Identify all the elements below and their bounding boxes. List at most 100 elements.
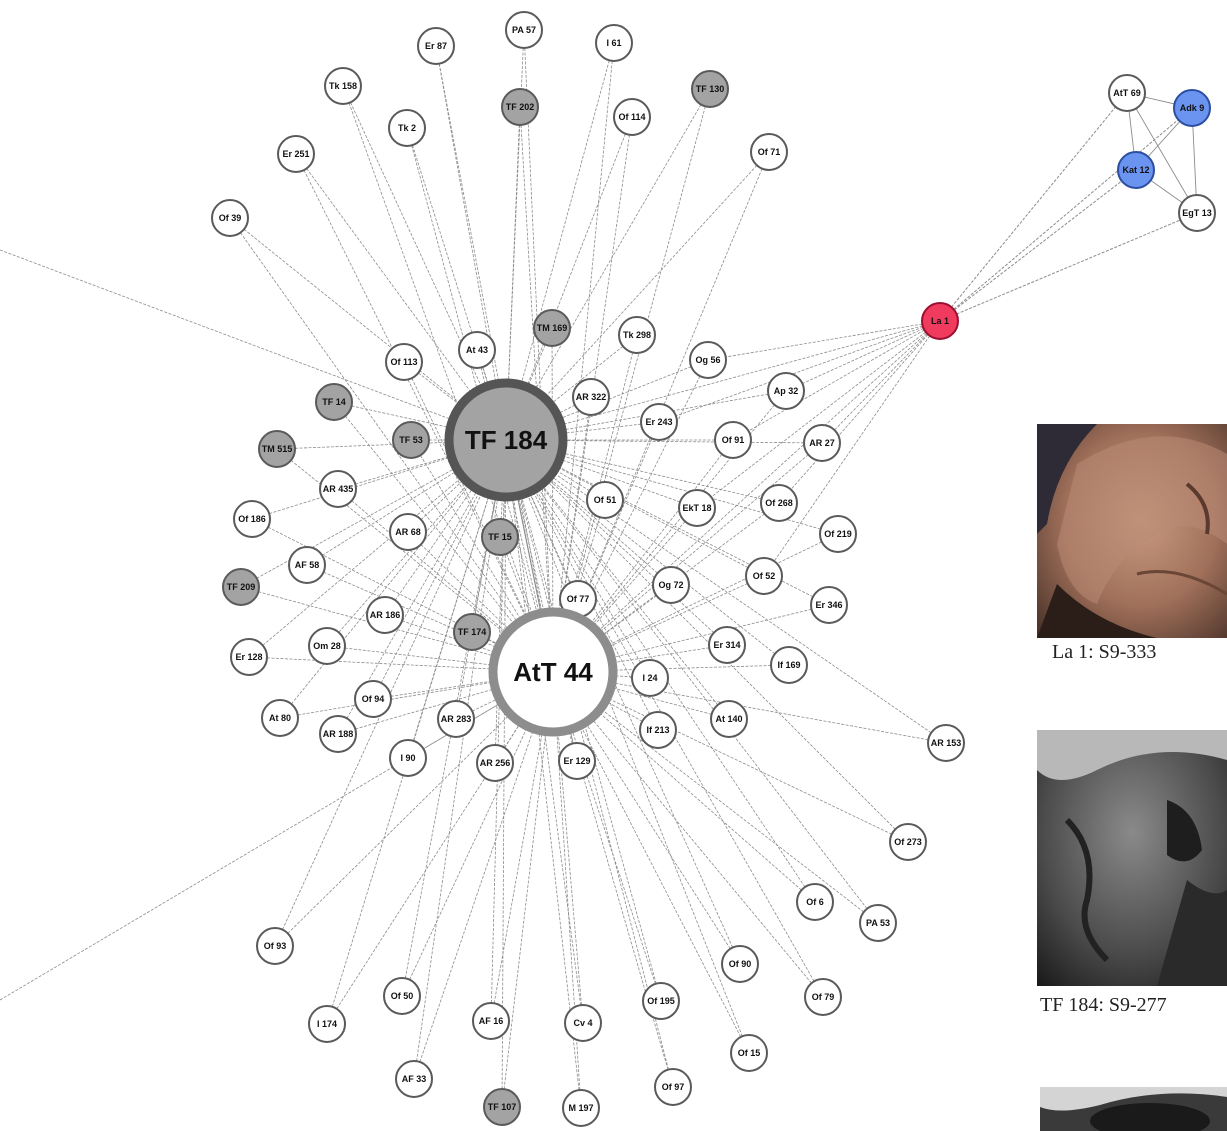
edge-pa-53-tf-184	[505, 439, 879, 924]
node-la-1[interactable]: La 1	[921, 302, 959, 340]
node-of-195[interactable]: Of 195	[642, 982, 680, 1020]
node-label: If 169	[777, 660, 800, 670]
node-of-97[interactable]: Of 97	[654, 1068, 692, 1106]
node-at-140[interactable]: At 140	[710, 700, 748, 738]
node-of-50[interactable]: Of 50	[383, 977, 421, 1015]
node-of-113[interactable]: Of 113	[385, 343, 423, 381]
node-tm-169[interactable]: TM 169	[533, 309, 571, 347]
node-tf-184[interactable]: TF 184	[444, 378, 568, 502]
node-ar-153[interactable]: AR 153	[927, 724, 965, 762]
node-tf-15[interactable]: TF 15	[481, 518, 519, 556]
node-circle	[481, 518, 519, 556]
node-ekt-18[interactable]: EkT 18	[678, 489, 716, 527]
node-tf-107[interactable]: TF 107	[483, 1088, 521, 1126]
node-of-39[interactable]: Of 39	[211, 199, 249, 237]
node-label: Of 97	[662, 1082, 685, 1092]
node-tm-515[interactable]: TM 515	[258, 430, 296, 468]
node-of-94[interactable]: Of 94	[354, 680, 392, 718]
node-tf-14[interactable]: TF 14	[315, 383, 353, 421]
node-af-16[interactable]: AF 16	[472, 1002, 510, 1040]
node-er-314[interactable]: Er 314	[708, 626, 746, 664]
edge-la-1-of-52	[763, 320, 941, 577]
node-tf-53[interactable]: TF 53	[392, 421, 430, 459]
node-of-273[interactable]: Of 273	[889, 823, 927, 861]
node-label: AtT 69	[1113, 88, 1141, 98]
node-er-128[interactable]: Er 128	[230, 638, 268, 676]
node-er-346[interactable]: Er 346	[810, 586, 848, 624]
node-tk-298[interactable]: Tk 298	[618, 316, 656, 354]
node-of-219[interactable]: Of 219	[819, 515, 857, 553]
node-of-6[interactable]: Of 6	[796, 883, 834, 921]
node-ar-186[interactable]: AR 186	[366, 596, 404, 634]
node-i-174[interactable]: I 174	[308, 1005, 346, 1043]
node-if-213[interactable]: If 213	[639, 711, 677, 749]
node-label: Of 79	[812, 992, 835, 1002]
node-of-52[interactable]: Of 52	[745, 557, 783, 595]
node-of-268[interactable]: Of 268	[760, 484, 798, 522]
node-tk-158[interactable]: Tk 158	[324, 67, 362, 105]
node-circle	[710, 700, 748, 738]
photo-la-1	[1037, 424, 1227, 638]
node-label: TF 107	[488, 1102, 517, 1112]
node-og-72[interactable]: Og 72	[652, 566, 690, 604]
node-of-114[interactable]: Of 114	[613, 98, 651, 136]
node-ar-322[interactable]: AR 322	[572, 378, 610, 416]
node-att-69[interactable]: AtT 69	[1108, 74, 1146, 112]
node-label: AR 256	[480, 758, 511, 768]
node-adk-9[interactable]: Adk 9	[1173, 89, 1211, 127]
node-ar-283[interactable]: AR 283	[437, 700, 475, 738]
node-label: AF 58	[295, 560, 320, 570]
node-att-44[interactable]: AtT 44	[488, 607, 618, 737]
node-of-51[interactable]: Of 51	[586, 481, 624, 519]
node-kat-12[interactable]: Kat 12	[1117, 151, 1155, 189]
node-label: Of 94	[362, 694, 385, 704]
node-ar-435[interactable]: AR 435	[319, 470, 357, 508]
node-label: AR 153	[931, 738, 962, 748]
node-i-90[interactable]: I 90	[389, 739, 427, 777]
node-circle	[689, 341, 727, 379]
node-er-129[interactable]: Er 129	[558, 742, 596, 780]
node-tk-2[interactable]: Tk 2	[388, 109, 426, 147]
node-ar-68[interactable]: AR 68	[389, 513, 427, 551]
node-egt-13[interactable]: EgT 13	[1178, 194, 1216, 232]
node-er-87[interactable]: Er 87	[417, 27, 455, 65]
node-af-33[interactable]: AF 33	[395, 1060, 433, 1098]
edge-pa-57-att-44	[523, 29, 554, 673]
node-pa-57[interactable]: PA 57	[505, 11, 543, 49]
node-tf-209[interactable]: TF 209	[222, 568, 260, 606]
node-af-58[interactable]: AF 58	[288, 546, 326, 584]
node-of-79[interactable]: Of 79	[804, 978, 842, 1016]
node-ar-27[interactable]: AR 27	[803, 424, 841, 462]
edge-of-15-att-44	[552, 671, 750, 1054]
node-er-243[interactable]: Er 243	[640, 403, 678, 441]
node-om-28[interactable]: Om 28	[308, 627, 346, 665]
node-tf-130[interactable]: TF 130	[691, 70, 729, 108]
node-of-90[interactable]: Of 90	[721, 945, 759, 983]
edge-of-93-tf-184	[274, 439, 507, 947]
edge-la-1-egt-13	[939, 212, 1198, 322]
node-of-91[interactable]: Of 91	[714, 421, 752, 459]
node-ar-256[interactable]: AR 256	[476, 744, 514, 782]
node-if-169[interactable]: If 169	[770, 646, 808, 684]
edge-la-1-er-243	[658, 320, 941, 423]
node-at-43[interactable]: At 43	[458, 331, 496, 369]
node-i-24[interactable]: I 24	[631, 659, 669, 697]
node-label: AR 27	[809, 438, 835, 448]
node-pa-53[interactable]: PA 53	[859, 904, 897, 942]
node-of-71[interactable]: Of 71	[750, 133, 788, 171]
node-label: M 197	[568, 1103, 593, 1113]
node-at-80[interactable]: At 80	[261, 699, 299, 737]
node-ar-188[interactable]: AR 188	[319, 715, 357, 753]
node-m-197[interactable]: M 197	[562, 1089, 600, 1127]
node-tf-202[interactable]: TF 202	[501, 88, 539, 126]
node-of-93[interactable]: Of 93	[256, 927, 294, 965]
node-i-61[interactable]: I 61	[595, 24, 633, 62]
node-of-186[interactable]: Of 186	[233, 500, 271, 538]
node-label: AR 186	[370, 610, 401, 620]
node-er-251[interactable]: Er 251	[277, 135, 315, 173]
node-tf-174[interactable]: TF 174	[453, 613, 491, 651]
node-ap-32[interactable]: Ap 32	[767, 372, 805, 410]
node-og-56[interactable]: Og 56	[689, 341, 727, 379]
node-of-15[interactable]: Of 15	[730, 1034, 768, 1072]
node-cv-4[interactable]: Cv 4	[564, 1004, 602, 1042]
